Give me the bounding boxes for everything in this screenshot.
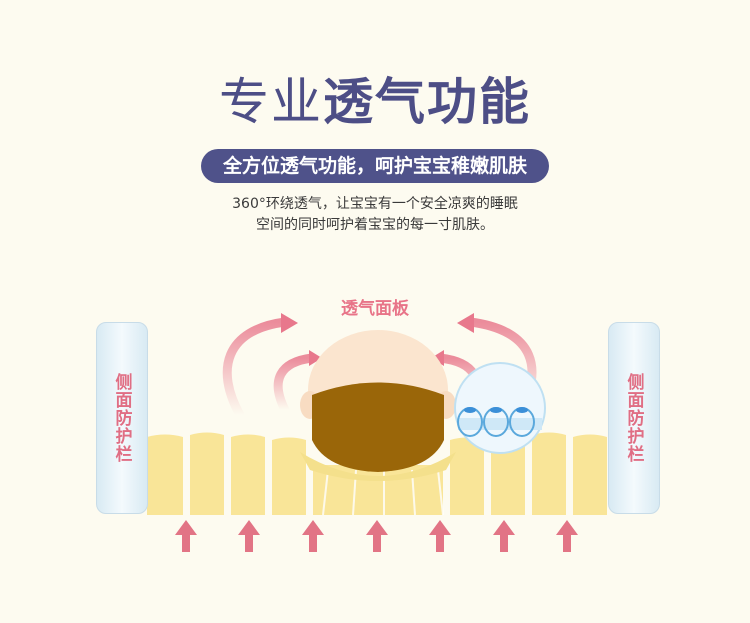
title-bold: 透气功能 bbox=[323, 73, 531, 131]
upward-airflow-arrows bbox=[175, 520, 578, 552]
panel-label: 透气面板 bbox=[341, 299, 409, 319]
baby-icon bbox=[300, 330, 456, 481]
left-side-rail: 侧面防护栏 bbox=[96, 322, 148, 514]
description-line-1: 360°环绕透气，让宝宝有一个安全凉爽的睡眠 bbox=[232, 196, 518, 212]
airflow-arrowheads bbox=[281, 313, 474, 366]
description-line-2: 空间的同时呵护着宝宝的每一寸肌肤。 bbox=[256, 217, 494, 233]
subtitle-banner: 全方位透气功能，呵护宝宝稚嫩肌肤 bbox=[201, 149, 549, 183]
air-cell-magnifier-icon bbox=[454, 362, 546, 454]
left-rail-label: 侧面防护栏 bbox=[111, 373, 132, 463]
title-light: 专业 bbox=[219, 73, 323, 131]
description: 360°环绕透气，让宝宝有一个安全凉爽的睡眠 空间的同时呵护着宝宝的每一寸肌肤。 bbox=[0, 194, 750, 236]
page-title: 专业透气功能 bbox=[0, 72, 750, 132]
right-rail-label: 侧面防护栏 bbox=[623, 373, 644, 463]
mattress bbox=[147, 432, 607, 515]
right-side-rail: 侧面防护栏 bbox=[608, 322, 660, 514]
